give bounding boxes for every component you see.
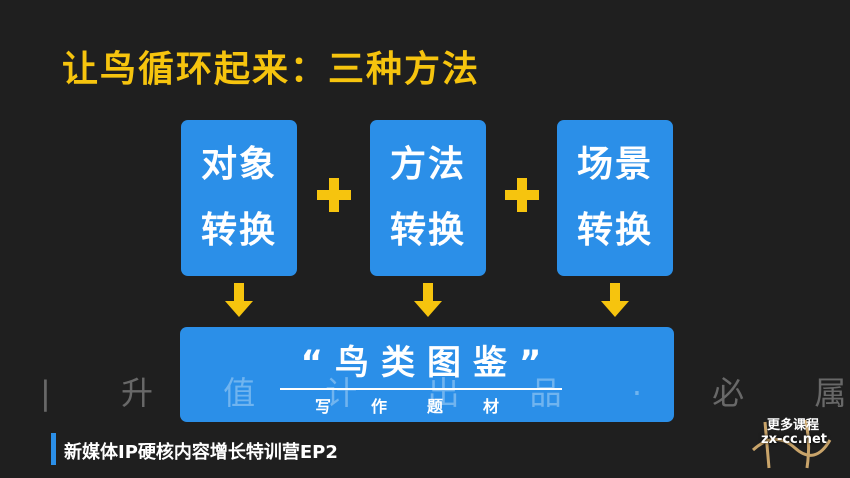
plus-icon (317, 178, 351, 212)
watermark-text: | 升 值 计 出 品 · 必 属 精 品 | (40, 374, 850, 412)
card-line-2: 转换 (576, 210, 653, 251)
card-line-2: 转换 (389, 210, 466, 251)
card-line-2: 转换 (200, 210, 277, 251)
footer-accent-bar (51, 433, 56, 465)
card-line-1: 对象 (200, 144, 277, 185)
logo-calligraphy-icon (751, 419, 832, 469)
card-line-1: 场景 (576, 144, 653, 185)
banner-divider (280, 388, 562, 390)
arrow-down-icon (225, 283, 253, 319)
card-object-transform: 对象 转换 (181, 120, 297, 276)
arrow-down-icon (414, 283, 442, 319)
banner-sub-text: 写作题材 (314, 397, 539, 416)
arrow-down-icon (601, 283, 629, 319)
brand-logo: 更多课程 zx-cc.net (745, 410, 835, 472)
card-scene-transform: 场景 转换 (557, 120, 673, 276)
logo-site: zx-cc.net (761, 432, 827, 447)
result-banner: “鸟类图鉴” 写作题材 (180, 327, 674, 422)
slide-title: 让鸟循环起来：三种方法 (62, 49, 481, 90)
card-line-1: 方法 (389, 144, 466, 185)
card-method-transform: 方法 转换 (370, 120, 486, 276)
banner-main-text: “鸟类图鉴” (300, 343, 554, 383)
plus-icon (505, 178, 539, 212)
footer-course-title: 新媒体IP硬核内容增长特训营EP2 (64, 442, 338, 463)
logo-more-courses: 更多课程 (767, 418, 820, 433)
